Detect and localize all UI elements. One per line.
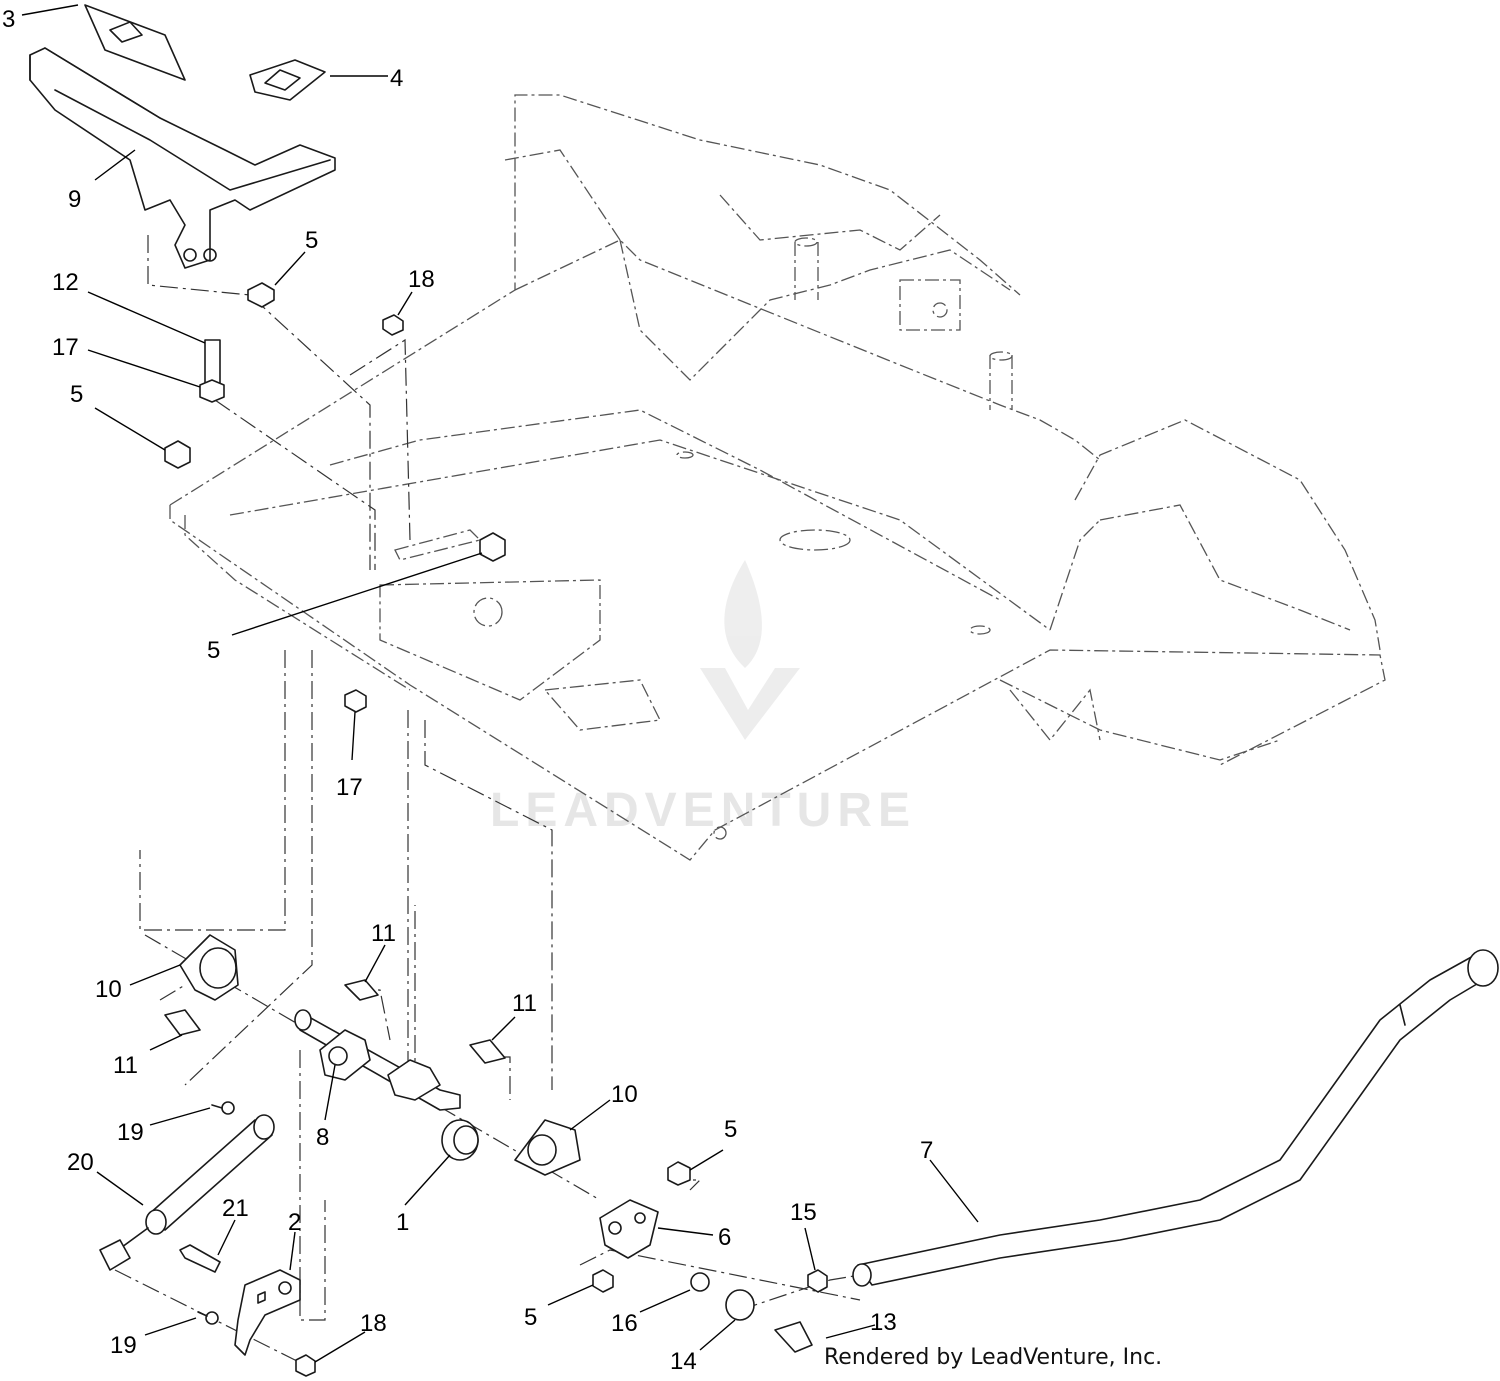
callout-5: 5: [524, 1304, 537, 1331]
callout-5: 5: [207, 637, 220, 664]
callout-16: 16: [611, 1310, 638, 1337]
part-11-bolts: [164, 979, 506, 1064]
hardware-lower: [295, 1161, 828, 1377]
part-19-ball-studs: [197, 1101, 235, 1325]
callout-8: 8: [316, 1124, 329, 1151]
callout-2: 2: [288, 1209, 301, 1236]
callout-14: 14: [670, 1348, 697, 1375]
watermark-logo: [700, 560, 800, 740]
part-6-plate: [599, 1199, 659, 1259]
callout-18: 18: [408, 266, 435, 293]
part-9-pedal-bracket: [29, 47, 336, 269]
part-20-gas-spring: [99, 1114, 275, 1271]
callout-12: 12: [52, 269, 79, 296]
callout-3: 3: [2, 6, 15, 33]
hardware-upper: [164, 282, 506, 713]
callout-5: 5: [724, 1116, 737, 1143]
chassis-frame: [169, 94, 1386, 861]
callout-18: 18: [360, 1310, 387, 1337]
render-credit: Rendered by LeadVenture, Inc.: [824, 1345, 1163, 1370]
callout-7: 7: [920, 1137, 933, 1164]
callout-11: 11: [371, 920, 396, 947]
callout-6: 6: [718, 1224, 731, 1251]
callout-19: 19: [110, 1332, 137, 1359]
callout-1: 1: [396, 1209, 409, 1236]
callout-5: 5: [305, 227, 318, 254]
callout-21: 21: [222, 1195, 249, 1222]
leader-lines: [21, 4, 979, 1363]
callout-5: 5: [70, 381, 83, 408]
callout-17: 17: [52, 334, 79, 361]
callout-11: 11: [512, 990, 537, 1017]
callout-19: 19: [117, 1119, 144, 1146]
callouts: 3 4 9 5 18 12 17 5 5 17 11 10 11 11 19 8…: [2, 6, 933, 1375]
part-4-decal: [249, 59, 326, 101]
callout-9: 9: [68, 186, 81, 213]
callout-10: 10: [95, 976, 122, 1003]
callout-4: 4: [390, 65, 403, 92]
callout-20: 20: [67, 1149, 94, 1176]
part-2-arm: [234, 1269, 301, 1356]
part-7-link-rod: [852, 949, 1499, 1287]
watermark-text: LEADVENTURE: [490, 784, 916, 837]
callout-15: 15: [790, 1199, 817, 1226]
callout-10: 10: [611, 1081, 638, 1108]
part-10-bearing-left: [179, 934, 239, 1001]
part-3-decal: [84, 4, 186, 81]
part-8-shaft: [294, 1009, 461, 1111]
callout-11: 11: [113, 1052, 138, 1079]
part-1-bushing: [441, 1119, 479, 1161]
callout-13: 13: [870, 1309, 897, 1336]
part-21-bolt: [179, 1244, 221, 1273]
part-10-bearing-right: [514, 1119, 581, 1176]
callout-17: 17: [336, 774, 363, 801]
